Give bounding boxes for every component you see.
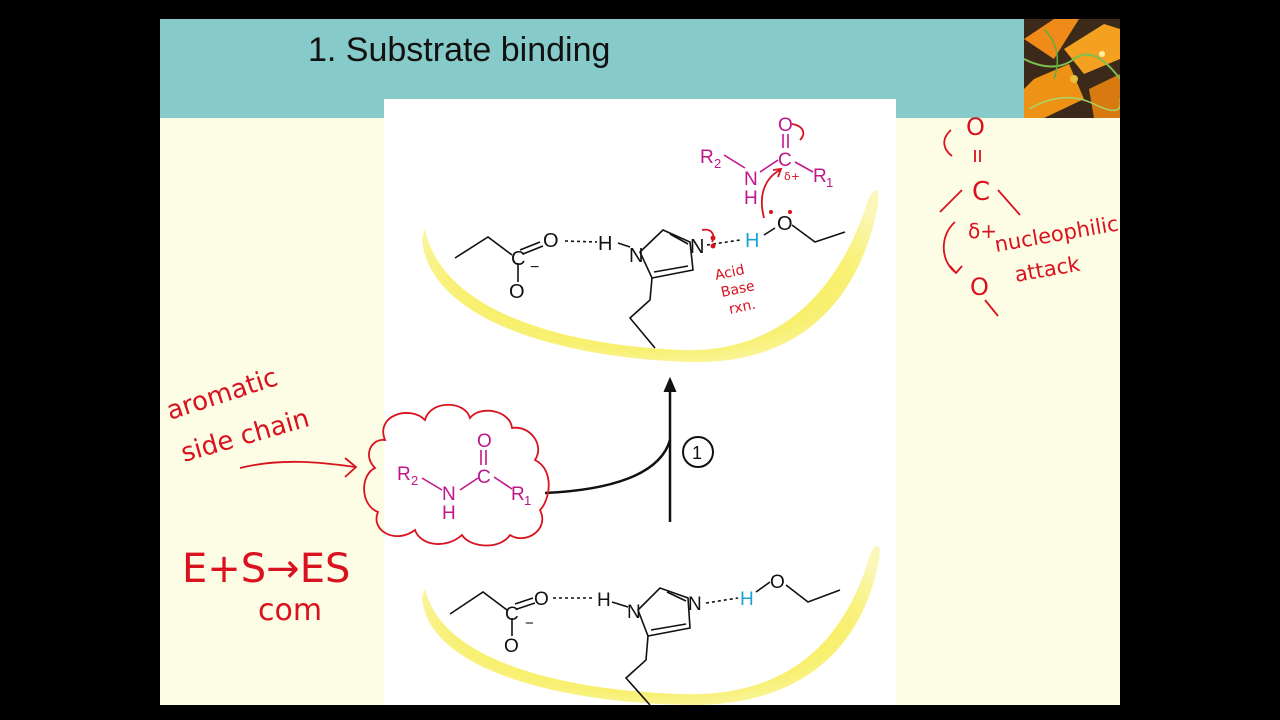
acid-base-note-line2: Base <box>720 278 757 301</box>
r2-subscript: 2 <box>411 473 418 488</box>
oxygen-label: O <box>509 281 525 303</box>
hydrogen-label: H <box>744 188 758 209</box>
r2-label: R <box>700 147 714 168</box>
electron-dots <box>710 210 792 249</box>
carbonyl-carbon-note: C <box>972 177 990 207</box>
r2-label: R <box>397 464 411 485</box>
hydroxyl-hydrogen-label: H <box>745 230 759 252</box>
carbon-label: C <box>505 604 519 625</box>
nitrogen-label: N <box>629 245 643 267</box>
slide-title: 1. Substrate binding <box>308 31 611 69</box>
substrate-labels-top: R 2 N H C O R 1 <box>700 115 833 209</box>
atom-labels-top: C O O − H N N O <box>509 213 793 303</box>
hydrogen-label: H <box>598 233 612 255</box>
acid-base-note-line3: rxn. <box>728 297 758 318</box>
handwritten-notes: aromatic side chain E+S→ES com Acid Base… <box>163 113 1121 628</box>
oxygen-label: O <box>778 115 793 136</box>
active-site-pocket-top <box>422 190 879 363</box>
nucleophilic-note-line1: nucleophilic <box>993 212 1121 257</box>
hydrogen-label: H <box>597 590 611 611</box>
figure-panel <box>384 99 896 705</box>
electron-arrow <box>760 169 781 219</box>
hydroxyl-hydrogen-label: H <box>740 589 754 610</box>
step-arrow <box>544 376 677 522</box>
acid-base-note-line1: Acid <box>714 262 746 284</box>
nitrogen-label: N <box>688 594 702 615</box>
nucleophilic-note-line2: attack <box>1013 252 1083 287</box>
nitrogen-label: N <box>690 236 704 258</box>
delta-plus-note: δ+ <box>968 219 997 243</box>
carbon-label: C <box>477 467 491 488</box>
slide: 1. Substrate binding <box>160 19 1120 705</box>
reaction-equation-line2: com <box>258 593 322 628</box>
hydrogen-label: H <box>442 503 456 524</box>
r1-subscript: 1 <box>826 175 833 190</box>
handwriting-strokes <box>239 123 1021 547</box>
delta-plus-small: δ+ <box>784 170 800 183</box>
oxygen-label: O <box>534 589 549 610</box>
oxygen-label: O <box>543 230 559 252</box>
step-number-circle <box>682 436 714 468</box>
nitrogen-label: N <box>442 484 456 505</box>
r1-subscript: 1 <box>524 493 531 508</box>
corner-decoration-image <box>1024 19 1120 118</box>
substrate-free <box>421 450 513 491</box>
oxygen-label: O <box>477 431 492 452</box>
substrate-labels-free: R 2 N H C O R 1 <box>397 431 531 524</box>
oxygen-label: O <box>777 213 793 235</box>
atom-labels-bottom: C O O − H N N O <box>504 572 785 657</box>
r2-subscript: 2 <box>714 156 721 171</box>
aromatic-arrow <box>239 460 356 469</box>
nitrogen-label: N <box>627 602 641 623</box>
minus-charge: − <box>530 259 539 276</box>
r1-label: R <box>813 166 827 187</box>
aromatic-cloud <box>363 403 550 547</box>
oxygen-label: O <box>504 636 519 657</box>
reaction-equation: E+S→ES <box>182 546 350 592</box>
substrate-top <box>723 134 814 173</box>
aspartate-group-top <box>454 224 846 349</box>
r1-label: R <box>511 484 525 505</box>
nucleophile-oxygen-note: O <box>970 273 989 301</box>
carbonyl-oxygen-note: O <box>966 113 985 141</box>
active-site-pocket-bottom <box>422 545 880 706</box>
oxygen-label: O <box>770 572 785 593</box>
nitrogen-label: N <box>744 169 758 190</box>
minus-charge: − <box>525 615 534 632</box>
carbon-label: C <box>778 150 792 171</box>
catalytic-triad-bottom <box>449 581 841 706</box>
carbonyl-sketch <box>943 129 953 157</box>
step-number: 1 <box>692 443 702 463</box>
carbon-label: C <box>511 248 525 270</box>
